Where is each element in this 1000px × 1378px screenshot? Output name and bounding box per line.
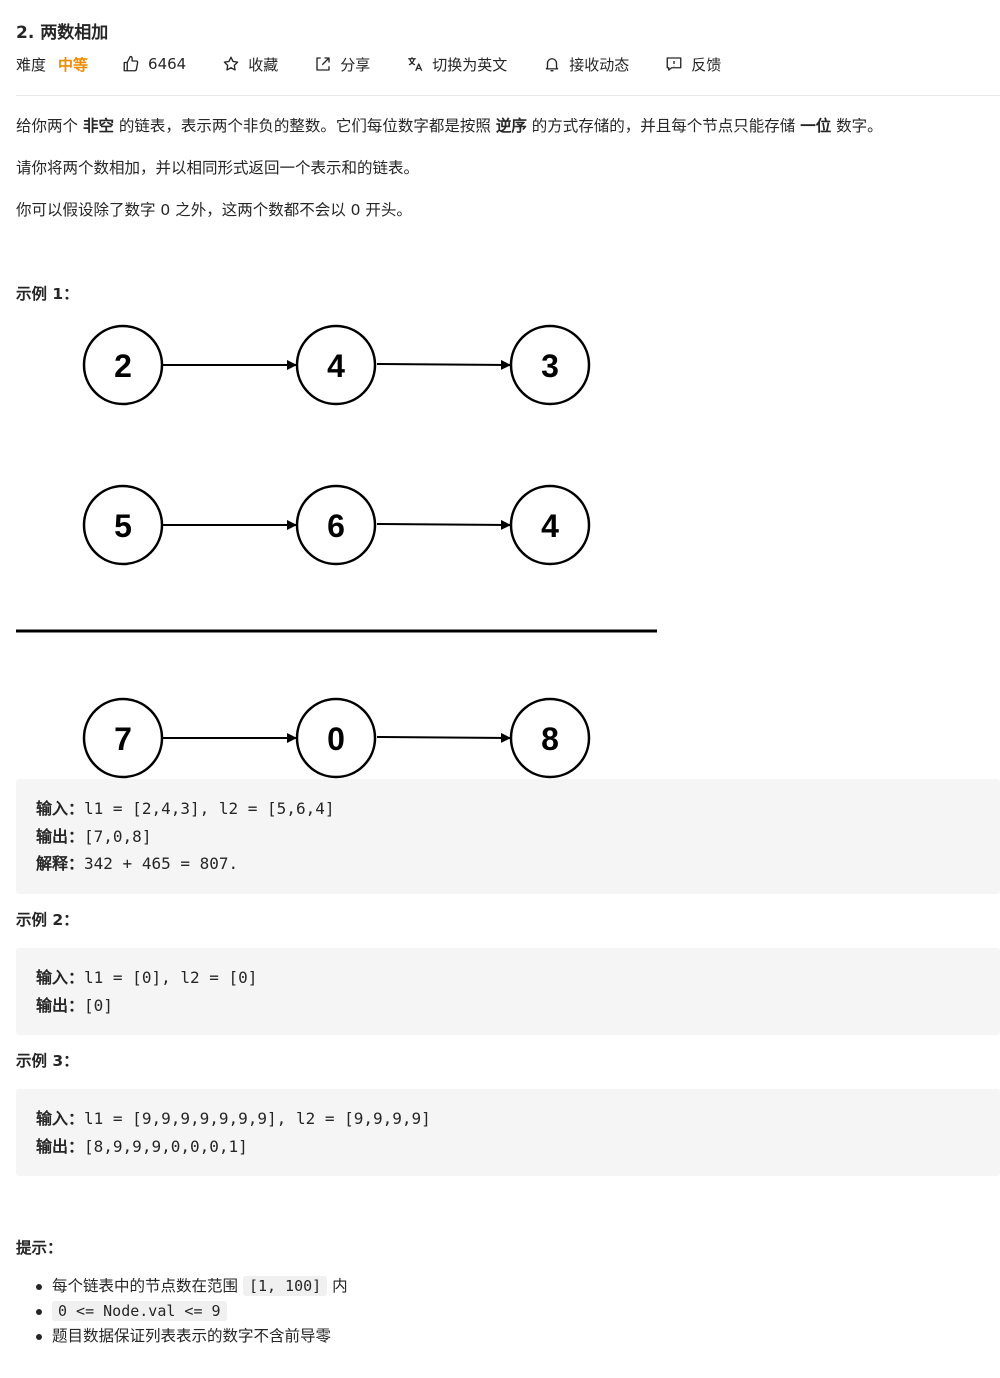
example-3-heading: 示例 3： — [16, 1052, 79, 1070]
node-value: 2 — [114, 348, 132, 384]
node-value: 6 — [327, 508, 345, 544]
list-node: 0 — [295, 697, 377, 779]
favorite-button[interactable]: 收藏 — [222, 54, 278, 75]
example-1-heading: 示例 1： — [16, 285, 79, 303]
list-node: 8 — [509, 697, 591, 779]
description-paragraph-1: 给你两个 非空 的链表，表示两个非负的整数。它们每位数字都是按照 逆序 的方式存… — [16, 117, 883, 135]
hint-item: 每个链表中的节点数在范围 [1, 100] 内 — [36, 1274, 348, 1299]
subscribe-button[interactable]: 接收动态 — [543, 54, 629, 75]
list-node: 2 — [82, 324, 164, 406]
hints-heading: 提示： — [16, 1239, 63, 1257]
list-node: 4 — [295, 324, 377, 406]
difficulty-label: 难度 — [16, 55, 47, 74]
list-node: 4 — [509, 484, 591, 566]
code-line: 输入：l1 = [0], l2 = [0] — [36, 968, 258, 987]
emphasis-non-empty: 非空 — [82, 117, 114, 135]
description-paragraph-3: 你可以假设除了数字 0 之外，这两个数都不会以 0 开头。 — [16, 201, 412, 219]
bell-icon — [545, 58, 559, 72]
share-label: 分享 — [340, 55, 371, 74]
arrow-edge — [376, 519, 511, 530]
hint-item: 0 <= Node.val <= 9 — [36, 1299, 348, 1324]
code-line: 输入：l1 = [2,4,3], l2 = [5,6,4] — [36, 799, 335, 818]
list-row-2: 5 6 4 — [82, 484, 591, 566]
list-node: 6 — [295, 484, 377, 566]
switch-language-button[interactable]: 切换为英文 — [406, 54, 507, 75]
node-value: 4 — [327, 348, 345, 384]
inline-code: 0 <= Node.val <= 9 — [52, 1301, 227, 1321]
feedback-label: 反馈 — [691, 55, 722, 74]
feedback-icon — [666, 57, 682, 71]
list-row-result: 7 0 8 — [82, 697, 591, 779]
hints-list: 每个链表中的节点数在范围 [1, 100] 内 0 <= Node.val <=… — [36, 1274, 348, 1349]
subscribe-label: 接收动态 — [569, 55, 630, 74]
example-2-heading: 示例 2： — [16, 911, 79, 929]
example-2-code: 输入：l1 = [0], l2 = [0] 输出：[0] — [16, 948, 1000, 1035]
star-icon — [223, 56, 239, 71]
inline-code: [1, 100] — [242, 1276, 328, 1296]
description-paragraph-2: 请你将两个数相加，并以相同形式返回一个表示和的链表。 — [16, 159, 420, 177]
node-value: 3 — [541, 348, 559, 384]
node-value: 4 — [541, 508, 559, 544]
code-line: 输出：[7,0,8] — [36, 826, 152, 846]
node-value: 8 — [541, 721, 559, 757]
list-node: 7 — [82, 697, 164, 779]
hint-item: 题目数据保证列表表示的数字不含前导零 — [36, 1324, 348, 1349]
problem-meta-bar: 难度 中等 6464 收藏 分享 切换为英文 接收动态 反馈 — [16, 52, 757, 76]
arrow-edge — [376, 732, 511, 743]
like-button[interactable]: 6464 — [122, 55, 186, 73]
arrow-edge — [376, 359, 511, 370]
node-value: 5 — [114, 508, 132, 544]
translate-icon — [408, 57, 423, 72]
favorite-label: 收藏 — [248, 55, 279, 74]
emphasis-reverse-order: 逆序 — [495, 117, 527, 135]
code-line: 解释：342 + 465 = 807. — [36, 854, 239, 873]
feedback-button[interactable]: 反馈 — [665, 54, 721, 75]
like-count: 6464 — [148, 55, 187, 73]
emphasis-one-digit: 一位 — [800, 117, 832, 135]
code-line: 输入：l1 = [9,9,9,9,9,9,9], l2 = [9,9,9,9] — [36, 1109, 431, 1128]
code-line: 输出：[0] — [36, 995, 113, 1015]
header-divider — [16, 95, 1000, 96]
list-node: 5 — [82, 484, 164, 566]
node-value: 7 — [114, 721, 132, 757]
share-icon — [316, 57, 330, 71]
example-3-code: 输入：l1 = [9,9,9,9,9,9,9], l2 = [9,9,9,9] … — [16, 1089, 1000, 1176]
difficulty-badge: 中等 — [58, 55, 89, 74]
linked-list-diagram: 2 4 3 5 6 4 7 0 8 — [16, 324, 657, 779]
problem-title: 2. 两数相加 — [16, 23, 109, 43]
share-button[interactable]: 分享 — [314, 54, 370, 75]
node-value: 0 — [327, 721, 345, 757]
example-1-code: 输入：l1 = [2,4,3], l2 = [5,6,4] 输出：[7,0,8]… — [16, 779, 1000, 894]
switch-language-label: 切换为英文 — [432, 55, 508, 74]
thumbs-up-icon — [123, 55, 139, 72]
list-row-1: 2 4 3 — [82, 324, 591, 406]
code-line: 输出：[8,9,9,9,0,0,0,1] — [36, 1136, 248, 1156]
list-node: 3 — [509, 324, 591, 406]
